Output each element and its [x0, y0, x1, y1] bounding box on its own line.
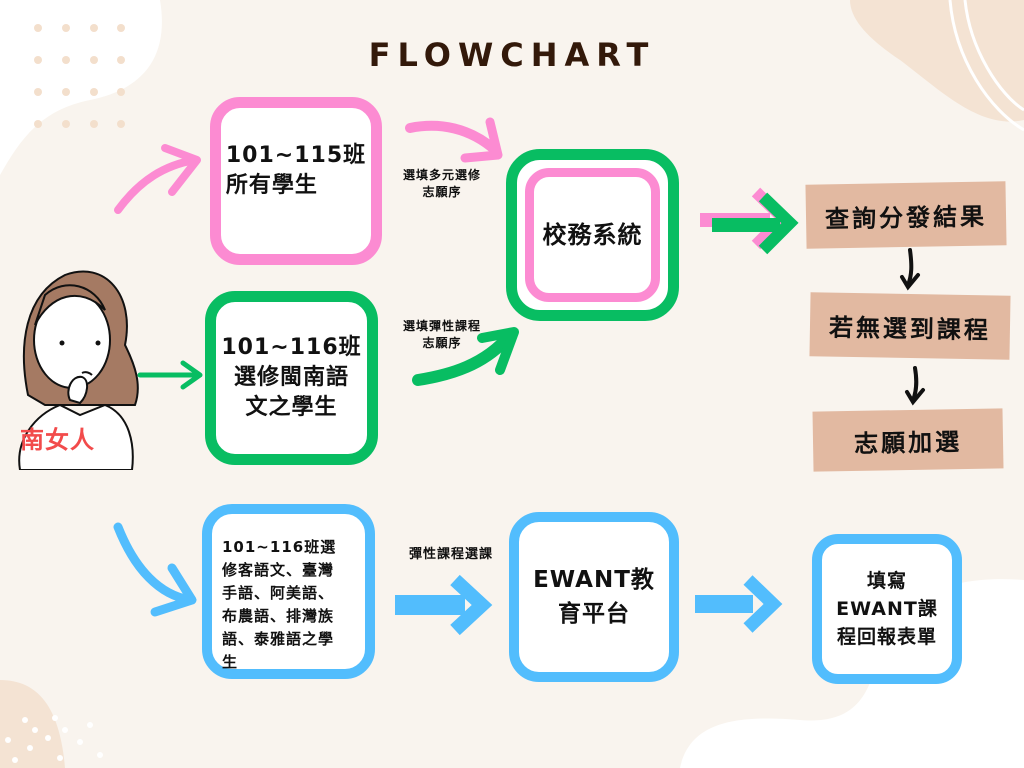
step-no-course: 若無選到課程: [809, 292, 1011, 360]
box-ewant-form: 填寫 EWANT課 程回報表單: [812, 534, 962, 684]
box-minnan-line: 選修閩南語: [233, 365, 349, 390]
box-other-languages: 101~116班選 修客語文、臺灣 手語、阿美語、 布農語、排灣族 語、泰雅語之…: [202, 504, 375, 679]
box-minnan: 101~116班 選修閩南語 文之學生: [205, 291, 378, 465]
edge-label-line: 選填多元選修: [402, 168, 481, 182]
arrow-to-ewant: [395, 595, 465, 615]
arrow-to-school-system-pink: [405, 120, 500, 155]
box-other-lang-line: 生: [222, 653, 239, 671]
blob-top-right: [850, 0, 1024, 122]
dot-scatter: [5, 715, 103, 763]
box-ewant-line: EWANT教: [533, 567, 655, 593]
arrow-to-ewant-form: [695, 595, 753, 613]
box-minnan-line: 文之學生: [245, 395, 338, 420]
box-ewant: EWANT教 育平台: [509, 512, 679, 682]
step-add-selection: 志願加選: [812, 408, 1004, 472]
edge-label-line: 選填彈性課程: [402, 319, 481, 333]
box-other-lang-line: 布農語、排灣族: [222, 607, 335, 625]
edge-label-flexible: 選填彈性課程 志願序: [390, 318, 494, 352]
arrow-to-results: [712, 218, 780, 232]
edge-label-line: 志願序: [422, 185, 462, 199]
box-other-lang-line: 手語、阿美語、: [222, 584, 335, 602]
arrow-to-other-lang: [113, 522, 195, 605]
box-ewant-form-line: 填寫: [866, 570, 907, 592]
edge-label-flexible-select: 彈性課程選課: [408, 547, 493, 562]
dot-grid: [34, 24, 125, 128]
box-all-students: 101~115班 所有學生: [210, 97, 382, 265]
box-ewant-form-line: 程回報表單: [836, 626, 937, 648]
box-ewant-form-line: EWANT課: [836, 598, 938, 620]
blob-top-left: [0, 0, 162, 175]
page-title: FLOWCHART: [368, 36, 656, 74]
box-ewant-line: 育平台: [557, 601, 630, 627]
arrow-to-all-students: [114, 156, 199, 214]
student-illustration: [18, 270, 139, 470]
step-check-results: 查詢分發結果: [805, 181, 1007, 249]
edge-label-multi-elective: 選填多元選修 志願序: [392, 167, 492, 201]
box-other-lang-line: 語、泰雅語之學: [222, 630, 335, 648]
box-school-system: 校務系統: [506, 149, 679, 321]
box-other-lang-line: 101~116班選: [222, 538, 337, 556]
box-all-students-line: 101~115班: [225, 143, 367, 168]
box-minnan-line: 101~116班: [221, 335, 362, 360]
edge-label-line: 志願序: [422, 336, 462, 350]
arrow-down-2: [911, 366, 919, 402]
arrow-to-school-system-green: [412, 329, 516, 386]
person-label: 南女人: [20, 426, 95, 454]
box-school-system-label: 校務系統: [542, 221, 643, 249]
box-other-lang-line: 修客語文、臺灣: [222, 561, 335, 579]
box-all-students-line: 所有學生: [225, 173, 318, 198]
arrow-down-1: [906, 248, 914, 287]
blob-bottom-left: [0, 680, 65, 768]
